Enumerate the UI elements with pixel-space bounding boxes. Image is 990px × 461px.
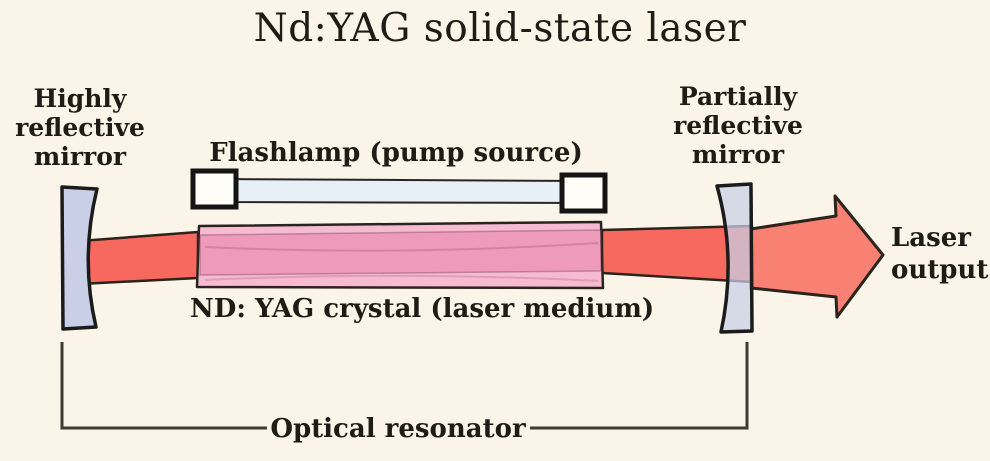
partially-reflective-mirror bbox=[715, 182, 754, 334]
bracket-right-line bbox=[530, 342, 749, 430]
resonator-label: Optical resonator bbox=[270, 414, 526, 444]
flashlamp bbox=[190, 168, 608, 214]
beam-inside-crystal bbox=[199, 229, 602, 276]
laser-output-label: Laser output bbox=[891, 223, 988, 285]
beam-left-segment bbox=[78, 230, 200, 286]
right-mirror-label-line2: reflective bbox=[673, 111, 803, 140]
right-mirror-label: Partially reflective mirror bbox=[673, 82, 803, 169]
laser-output-label-line1: Laser bbox=[891, 223, 971, 253]
crystal-body bbox=[195, 220, 605, 290]
right-mirror-label-line1: Partially bbox=[679, 82, 799, 111]
resonator-bracket bbox=[60, 342, 749, 430]
highly-reflective-mirror bbox=[60, 185, 99, 331]
laser-output-arrow bbox=[749, 194, 885, 319]
right-mirror-label-line3: mirror bbox=[692, 140, 785, 169]
left-mirror-label-line3: mirror bbox=[34, 142, 127, 171]
diagram-title: Nd:YAG solid-state laser bbox=[254, 6, 747, 51]
laser-output-label-line2: output bbox=[891, 255, 988, 285]
left-mirror-label: Highly reflective mirror bbox=[15, 84, 145, 171]
bracket-left-line bbox=[60, 342, 267, 430]
crystal-shading-streak bbox=[204, 242, 599, 252]
crystal-label: ND: YAG crystal (laser medium) bbox=[190, 294, 654, 324]
crystal-shading-streak bbox=[204, 274, 599, 282]
left-mirror-label-line1: Highly bbox=[34, 84, 128, 113]
flashlamp-left-electrode bbox=[190, 168, 239, 210]
left-mirror-label-line2: reflective bbox=[15, 113, 145, 142]
laser-crystal bbox=[195, 220, 605, 290]
flashlamp-right-electrode bbox=[559, 172, 608, 214]
flashlamp-label: Flashlamp (pump source) bbox=[209, 138, 583, 168]
flashlamp-tube bbox=[212, 177, 582, 205]
